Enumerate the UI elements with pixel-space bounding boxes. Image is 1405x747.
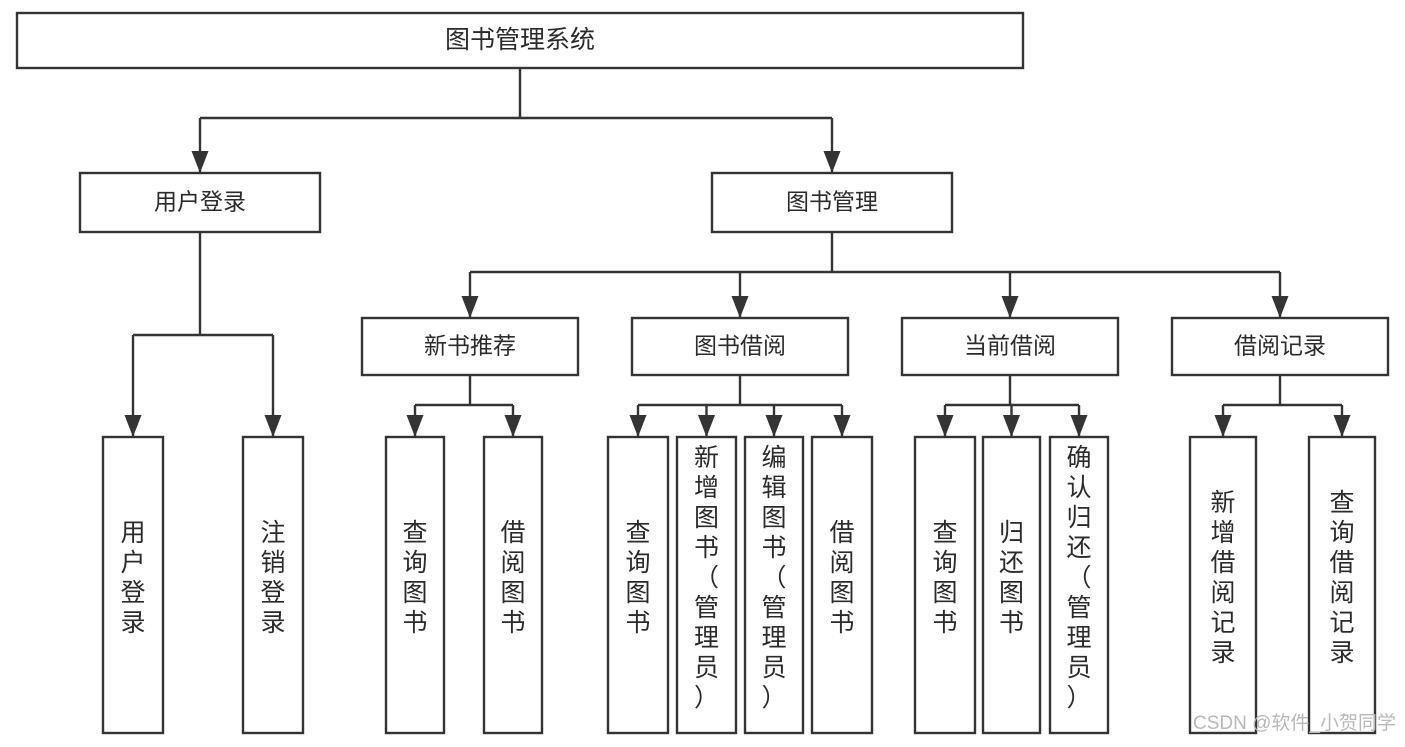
root-node-label: 图书管理系统 bbox=[445, 26, 595, 54]
leaf-node-12[interactable]: 查询借阅记录 bbox=[1307, 435, 1377, 735]
leaf-node-3[interactable]: 借阅图书 bbox=[482, 435, 544, 735]
arrow-head-icon bbox=[936, 415, 954, 437]
arrow-head-icon bbox=[191, 151, 209, 173]
arrow-head-icon bbox=[698, 415, 715, 437]
connector-lines bbox=[124, 68, 1351, 437]
leaf-node-5[interactable]: 新增图书（管理员） bbox=[675, 435, 738, 735]
level2-node-3[interactable]: 借阅记录 bbox=[1170, 316, 1390, 377]
arrow-head-icon bbox=[833, 415, 851, 437]
csdn-watermark: CSDN @软件_小贺同学 bbox=[1193, 712, 1396, 734]
leaf-node-10[interactable]: 确认归还（管理员） bbox=[1048, 435, 1110, 735]
level2-node-3-label: 借阅记录 bbox=[1234, 333, 1326, 359]
arrow-head-icon bbox=[823, 151, 841, 173]
leaf-node-2-label: 查询图书 bbox=[402, 519, 427, 637]
leaf-node-5-label: 新增图书（管理员） bbox=[694, 444, 719, 712]
leaf-node-0-box[interactable] bbox=[101, 435, 165, 735]
level2-node-1-box[interactable] bbox=[630, 316, 850, 377]
leaf-node-11-label: 新增借阅记录 bbox=[1210, 489, 1235, 667]
arrow-head-icon bbox=[406, 415, 424, 437]
level1-node-0-label: 用户登录 bbox=[154, 189, 246, 215]
level2-node-3-box[interactable] bbox=[1170, 316, 1390, 377]
node-boxes: 图书管理系统用户登录图书管理新书推荐图书借阅当前借阅借阅记录用户登录注销登录查询… bbox=[15, 11, 1390, 735]
arrow-head-icon bbox=[731, 296, 749, 318]
leaf-node-9[interactable]: 归还图书 bbox=[981, 435, 1042, 735]
arrow-head-icon bbox=[765, 415, 783, 437]
arrow-head-icon bbox=[461, 296, 479, 318]
arrow-head-icon bbox=[1333, 415, 1351, 437]
level2-node-0-label: 新书推荐 bbox=[424, 333, 516, 359]
leaf-node-11[interactable]: 新增借阅记录 bbox=[1188, 435, 1258, 735]
arrow-head-icon bbox=[1271, 296, 1289, 318]
leaf-node-10-box[interactable] bbox=[1048, 435, 1110, 735]
leaf-node-0[interactable]: 用户登录 bbox=[101, 435, 165, 735]
leaf-node-6-label: 编辑图书（管理员） bbox=[761, 444, 786, 712]
level1-node-0-box[interactable] bbox=[78, 171, 322, 234]
leaf-node-8[interactable]: 查询图书 bbox=[913, 435, 977, 735]
leaf-node-4[interactable]: 查询图书 bbox=[606, 435, 670, 735]
leaf-node-7-box[interactable] bbox=[810, 435, 874, 735]
leaf-node-7[interactable]: 借阅图书 bbox=[810, 435, 874, 735]
level1-node-0[interactable]: 用户登录 bbox=[78, 171, 322, 234]
leaf-node-1[interactable]: 注销登录 bbox=[241, 435, 305, 735]
leaf-node-11-box[interactable] bbox=[1188, 435, 1258, 735]
level1-node-1-label: 图书管理 bbox=[786, 189, 878, 215]
arrow-head-icon bbox=[264, 415, 282, 437]
leaf-node-8-box[interactable] bbox=[913, 435, 977, 735]
leaf-node-1-box[interactable] bbox=[241, 435, 305, 735]
leaf-node-5-box[interactable] bbox=[675, 435, 738, 735]
level2-node-1-label: 图书借阅 bbox=[694, 333, 786, 359]
level1-node-1[interactable]: 图书管理 bbox=[710, 171, 954, 234]
arrow-head-icon bbox=[1001, 296, 1019, 318]
leaf-node-2[interactable]: 查询图书 bbox=[384, 435, 446, 735]
level2-node-1[interactable]: 图书借阅 bbox=[630, 316, 850, 377]
leaf-node-2-box[interactable] bbox=[384, 435, 446, 735]
leaf-node-10-label: 确认归还（管理员） bbox=[1066, 444, 1091, 712]
leaf-node-12-label: 查询借阅记录 bbox=[1329, 489, 1354, 667]
leaf-node-1-label: 注销登录 bbox=[260, 519, 285, 637]
arrow-head-icon bbox=[1003, 415, 1020, 437]
level2-node-0-box[interactable] bbox=[360, 316, 580, 377]
leaf-node-9-label: 归还图书 bbox=[999, 519, 1024, 637]
arrow-head-icon bbox=[629, 415, 647, 437]
level2-node-2-label: 当前借阅 bbox=[964, 333, 1056, 359]
arrow-head-icon bbox=[124, 415, 142, 437]
leaf-node-6[interactable]: 编辑图书（管理员） bbox=[743, 435, 805, 735]
arrow-head-icon bbox=[1070, 415, 1088, 437]
leaf-node-7-label: 借阅图书 bbox=[829, 519, 854, 637]
level2-node-2-box[interactable] bbox=[900, 316, 1120, 377]
leaf-node-0-label: 用户登录 bbox=[120, 519, 145, 637]
root-node[interactable]: 图书管理系统 bbox=[15, 11, 1025, 70]
leaf-node-4-box[interactable] bbox=[606, 435, 670, 735]
level2-node-2[interactable]: 当前借阅 bbox=[900, 316, 1120, 377]
root-node-box[interactable] bbox=[15, 11, 1025, 70]
leaf-node-12-box[interactable] bbox=[1307, 435, 1377, 735]
level2-node-0[interactable]: 新书推荐 bbox=[360, 316, 580, 377]
level1-node-1-box[interactable] bbox=[710, 171, 954, 234]
arrow-head-icon bbox=[1214, 415, 1232, 437]
leaf-node-3-label: 借阅图书 bbox=[500, 519, 525, 637]
arrow-head-icon bbox=[504, 415, 522, 437]
leaf-node-8-label: 查询图书 bbox=[932, 519, 957, 637]
leaf-node-6-box[interactable] bbox=[743, 435, 805, 735]
leaf-node-3-box[interactable] bbox=[482, 435, 544, 735]
leaf-node-9-box[interactable] bbox=[981, 435, 1042, 735]
leaf-node-4-label: 查询图书 bbox=[625, 519, 650, 637]
